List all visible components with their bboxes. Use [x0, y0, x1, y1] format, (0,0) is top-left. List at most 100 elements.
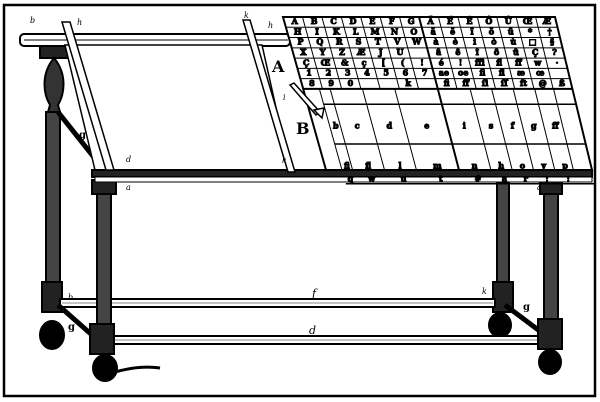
lower-case-letter: y — [540, 160, 546, 170]
lower-col-line — [329, 88, 354, 171]
right-front-leg — [537, 179, 563, 375]
case-cell-letter: 6 — [403, 68, 409, 78]
lower-col-line — [361, 88, 386, 171]
label-g-left-lower: g — [68, 322, 75, 333]
case-cell-letter: 9 — [328, 78, 334, 88]
case-cell-letter: Ã — [426, 16, 434, 26]
lower-case-letter: fi — [344, 160, 350, 170]
case-cell-letter: M — [371, 26, 380, 36]
case-cell-letter: ſi — [482, 78, 488, 88]
case-cell-letter: ﬂ — [499, 68, 505, 78]
case-cell-letter: Û — [505, 16, 512, 26]
label-k-right: k — [482, 287, 487, 296]
upper-col-line — [496, 16, 516, 90]
case-cell-letter: œ — [536, 68, 544, 78]
case-cell-letter: fl — [496, 57, 502, 67]
upper-col-line — [360, 16, 381, 90]
pointer-arrow — [288, 82, 325, 120]
lower-col-line — [512, 88, 534, 171]
case-cell-letter: ò — [491, 37, 497, 47]
stretcher-d — [109, 335, 546, 345]
lower-case-letter: m — [433, 160, 442, 170]
upper-col-line — [301, 16, 323, 90]
case-cell-letter: L — [353, 26, 359, 36]
case-cell-letter: è — [453, 37, 458, 47]
case-cell-letter: G — [408, 16, 415, 26]
lower-case-letter: t — [439, 173, 443, 183]
case-cell-letter: û — [513, 47, 519, 57]
label-d: d — [309, 324, 316, 337]
case-cell-letter: [ — [381, 57, 385, 67]
lower-case-letter: a — [502, 173, 507, 183]
lower-case-letter: u — [401, 173, 407, 183]
lower-col-line — [534, 88, 556, 171]
case-cell-letter: ï — [470, 26, 473, 36]
label-A: A — [271, 57, 285, 76]
lower-case-letter: l — [399, 160, 402, 170]
lower-case-letter: w — [367, 173, 376, 183]
case-cell-letter: S — [356, 37, 362, 47]
case-cell-letter: ae — [439, 68, 449, 78]
case-cell-letter: Q — [316, 37, 323, 47]
case-cell-letter: Y — [319, 47, 326, 57]
case-cell-letter: A — [291, 16, 299, 26]
upper-col-line — [515, 16, 535, 90]
type-case-outline — [281, 16, 594, 171]
case-cell-letter: § — [550, 37, 554, 47]
label-i-arrow: i — [283, 93, 286, 102]
case-cell-letter: W — [411, 37, 422, 47]
case-cell-letter: † — [547, 26, 551, 36]
case-cell-letter: 3 — [345, 68, 351, 78]
case-cell-letter: ä — [431, 26, 436, 36]
lower-case-letter: n — [472, 160, 478, 170]
stretcher-f — [59, 298, 496, 308]
case-cell-letter: ë — [450, 26, 455, 36]
case-cell-letter: ( — [401, 57, 405, 67]
label-k-front: k — [282, 156, 287, 165]
case-cell-letter: K — [333, 26, 341, 36]
case-cell-letter: Æ — [542, 16, 551, 26]
case-cell-letter: ô — [494, 47, 500, 57]
lower-case-letter: e — [424, 121, 429, 131]
case-cell-letter: * — [528, 26, 533, 36]
case-cell-letter: H — [294, 26, 302, 36]
lower-case-letter: s — [489, 121, 494, 131]
case-cell-letter: X — [300, 47, 307, 57]
label-a-left: a — [126, 183, 131, 192]
sliding-bars — [60, 19, 297, 173]
lower-col-line — [394, 88, 417, 171]
case-cell-letter: Œ — [523, 16, 533, 26]
lower-case-letter: i — [463, 121, 466, 131]
upper-col-line — [476, 16, 496, 90]
case-cell-letter: Œ — [321, 57, 331, 67]
case-cell-letter: Ç — [303, 57, 309, 67]
lower-col-line — [469, 88, 492, 171]
case-cell-letter: ê — [455, 47, 460, 57]
case-cell-letter: @ — [539, 78, 547, 88]
upper-col-line — [535, 16, 554, 90]
case-cell-letter: ft — [520, 78, 527, 88]
label-a-right: a — [537, 183, 542, 192]
case-cell-letter: Ç — [532, 47, 538, 57]
case-cell-letter: î — [476, 47, 479, 57]
lower-col-line — [491, 88, 513, 171]
case-cell-letter: ﬁ — [480, 68, 486, 78]
lower-col-line — [437, 88, 460, 171]
case-cell-letter: D — [349, 16, 356, 26]
case-cell-letter: ? — [552, 47, 557, 57]
case-cell-letter: 4 — [364, 68, 370, 78]
case-cell-letter: ù — [510, 37, 516, 47]
case-cell-letter: 7 — [422, 68, 428, 78]
case-cell-letter: O — [410, 26, 417, 36]
case-cell-letter: ff — [515, 57, 522, 67]
case-cell-letter: U — [396, 47, 403, 57]
lower-case-letter: o — [520, 160, 526, 170]
label-b-top: b — [30, 16, 35, 25]
case-cell-letter: & — [341, 57, 349, 67]
left-rear-leg — [39, 43, 69, 350]
lower-case-letter: c — [355, 121, 360, 131]
case-cell-letter: é — [439, 57, 444, 67]
case-cell-letter: ü — [508, 26, 514, 36]
lower-case-letter: h — [498, 160, 504, 170]
